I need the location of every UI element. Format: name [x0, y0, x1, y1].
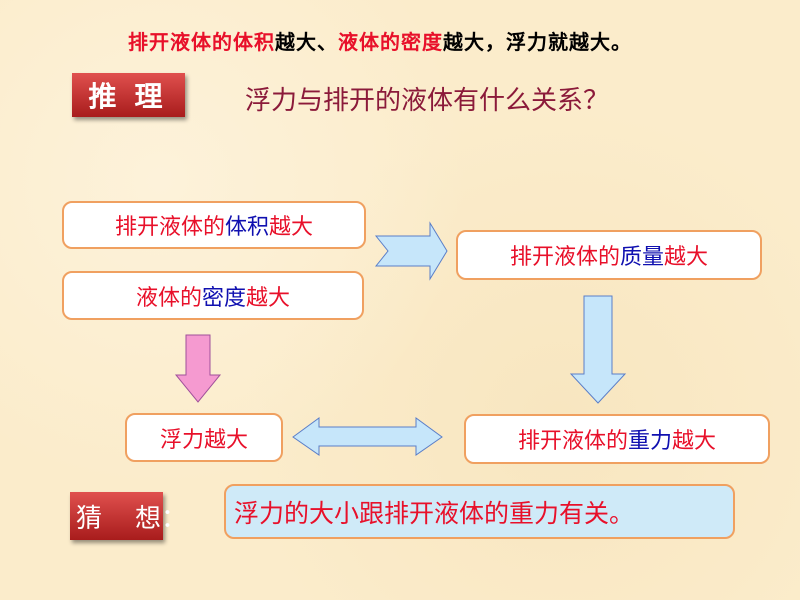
summary-part: 排开液体的体积: [128, 30, 275, 54]
box-text-highlight: 质量: [619, 245, 664, 270]
summary-line: 排开液体的体积越大、液体的密度越大，浮力就越大。: [128, 26, 632, 55]
box-text: 液体的: [135, 285, 202, 311]
guess-tag: 猜 想：: [70, 492, 187, 540]
mass-box: 排开液体的质量越大: [456, 230, 762, 280]
box-text-highlight: 体积: [224, 215, 269, 240]
reasoning-tag: 推理: [72, 73, 185, 117]
hypothesis-box: 浮力的大小跟排开液体的重力有关。: [224, 484, 735, 539]
summary-part: 液体的密度: [338, 30, 443, 54]
box-text: 越大: [269, 215, 314, 240]
summary-part: 越大，浮力就越大。: [443, 30, 632, 54]
summary-part: 越大、: [275, 30, 338, 54]
volume-box: 排开液体的体积越大: [62, 201, 366, 249]
question-text: 浮力与排开的液体有什么关系？: [245, 86, 610, 116]
box-text-highlight: 密度: [201, 285, 246, 311]
box-text: 排开液体的: [517, 429, 628, 454]
right-arrow-icon: [374, 221, 448, 281]
density-box: 液体的密度越大: [62, 271, 364, 320]
box-text: 排开液体的: [114, 215, 225, 240]
weight-box: 排开液体的重力越大: [464, 414, 770, 464]
down-arrow-icon: [569, 295, 627, 404]
box-text: 排开液体的: [509, 245, 620, 270]
box-text-highlight: 重力: [627, 429, 672, 454]
buoyancy-box: 浮力越大: [125, 413, 283, 462]
box-text: 越大: [672, 429, 717, 454]
box-text: 越大: [246, 285, 291, 311]
box-text: 越大: [664, 245, 709, 270]
pink-down-arrow-icon: [174, 334, 222, 403]
double-arrow-icon: [292, 417, 443, 456]
